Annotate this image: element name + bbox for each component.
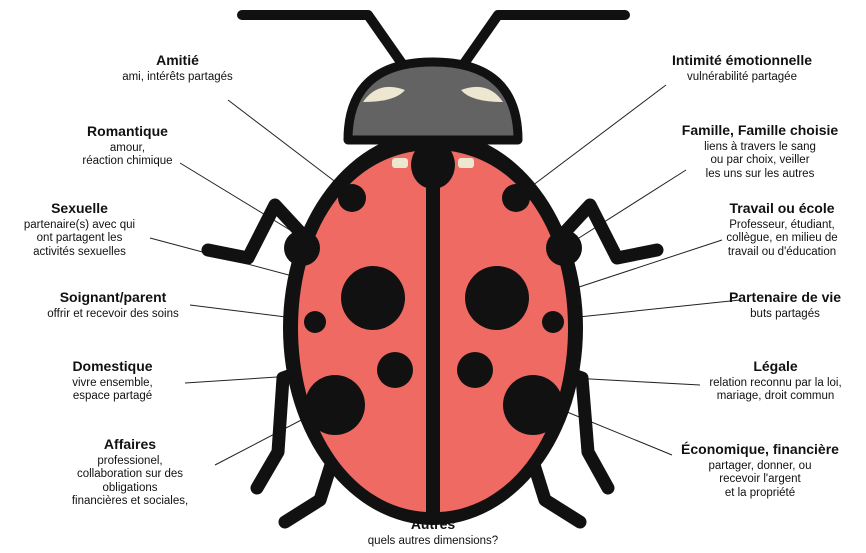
neck <box>411 141 455 189</box>
spot <box>546 230 582 266</box>
spot <box>502 184 530 212</box>
label-autres-desc: quels autres dimensions? <box>333 535 533 549</box>
label-intimite-desc: vulnérabilité partagée <box>632 71 852 85</box>
label-sexuelle-desc: partenaire(s) avec qui ont partagent les… <box>2 219 157 260</box>
spot <box>377 352 413 388</box>
label-romantique-title: Romantique <box>40 123 215 140</box>
line-intimite <box>520 85 666 195</box>
label-famille-title: Famille, Famille choisie <box>660 122 860 139</box>
spot <box>304 311 326 333</box>
label-autres-title: Autres <box>333 516 533 533</box>
label-economique-desc: partager, donner, ou recevoir l'argent e… <box>660 460 860 501</box>
label-legale: Légale relation reconnu par la loi, mari… <box>688 358 863 404</box>
label-domestique-desc: vivre ensemble, espace partagé <box>30 377 195 404</box>
antennae <box>242 15 625 65</box>
label-amitie-desc: ami, intérêts partagés <box>70 71 285 85</box>
label-partenaire-desc: buts partagés <box>710 308 860 322</box>
line-amitie <box>228 100 350 193</box>
label-famille-desc: liens à travers le sang ou par choix, ve… <box>660 141 860 182</box>
label-affaires-desc: professionel, collaboration sur des obli… <box>40 455 220 509</box>
label-soignant: Soignant/parent offrir et recevoir des s… <box>18 289 208 321</box>
antenna-right <box>463 15 625 65</box>
label-domestique-title: Domestique <box>30 358 195 375</box>
spot <box>542 311 564 333</box>
label-affaires: Affaires professionel, collaboration sur… <box>40 436 220 509</box>
spot <box>341 266 405 330</box>
spot <box>305 375 365 435</box>
spot <box>284 230 320 266</box>
label-partenaire: Partenaire de vie buts partagés <box>710 289 860 321</box>
label-economique-title: Économique, financière <box>660 441 860 458</box>
label-sexuelle-title: Sexuelle <box>2 200 157 217</box>
label-affaires-title: Affaires <box>40 436 220 453</box>
label-amitie: Amitié ami, intérêts partagés <box>70 52 285 84</box>
spot <box>457 352 493 388</box>
spot <box>465 266 529 330</box>
label-intimite: Intimité émotionnelle vulnérabilité part… <box>632 52 852 84</box>
label-amitie-title: Amitié <box>70 52 285 69</box>
spot <box>338 184 366 212</box>
tooth-left <box>392 158 408 168</box>
label-legale-desc: relation reconnu par la loi, mariage, dr… <box>688 377 863 404</box>
label-travail: Travail ou école Professeur, étudiant, c… <box>700 200 864 259</box>
label-romantique: Romantique amour, réaction chimique <box>40 123 215 169</box>
label-famille: Famille, Famille choisie liens à travers… <box>660 122 860 181</box>
label-travail-title: Travail ou école <box>700 200 864 217</box>
tooth-right <box>458 158 474 168</box>
label-soignant-desc: offrir et recevoir des soins <box>18 308 208 322</box>
label-romantique-desc: amour, réaction chimique <box>40 142 215 169</box>
label-autres: Autres quels autres dimensions? <box>333 516 533 548</box>
label-partenaire-title: Partenaire de vie <box>710 289 860 306</box>
label-travail-desc: Professeur, étudiant, collègue, en milie… <box>700 219 864 260</box>
label-soignant-title: Soignant/parent <box>18 289 208 306</box>
label-sexuelle: Sexuelle partenaire(s) avec qui ont part… <box>2 200 157 259</box>
label-legale-title: Légale <box>688 358 863 375</box>
label-domestique: Domestique vivre ensemble, espace partag… <box>30 358 195 404</box>
spot <box>503 375 563 435</box>
label-intimite-title: Intimité émotionnelle <box>632 52 852 69</box>
label-economique: Économique, financière partager, donner,… <box>660 441 860 500</box>
